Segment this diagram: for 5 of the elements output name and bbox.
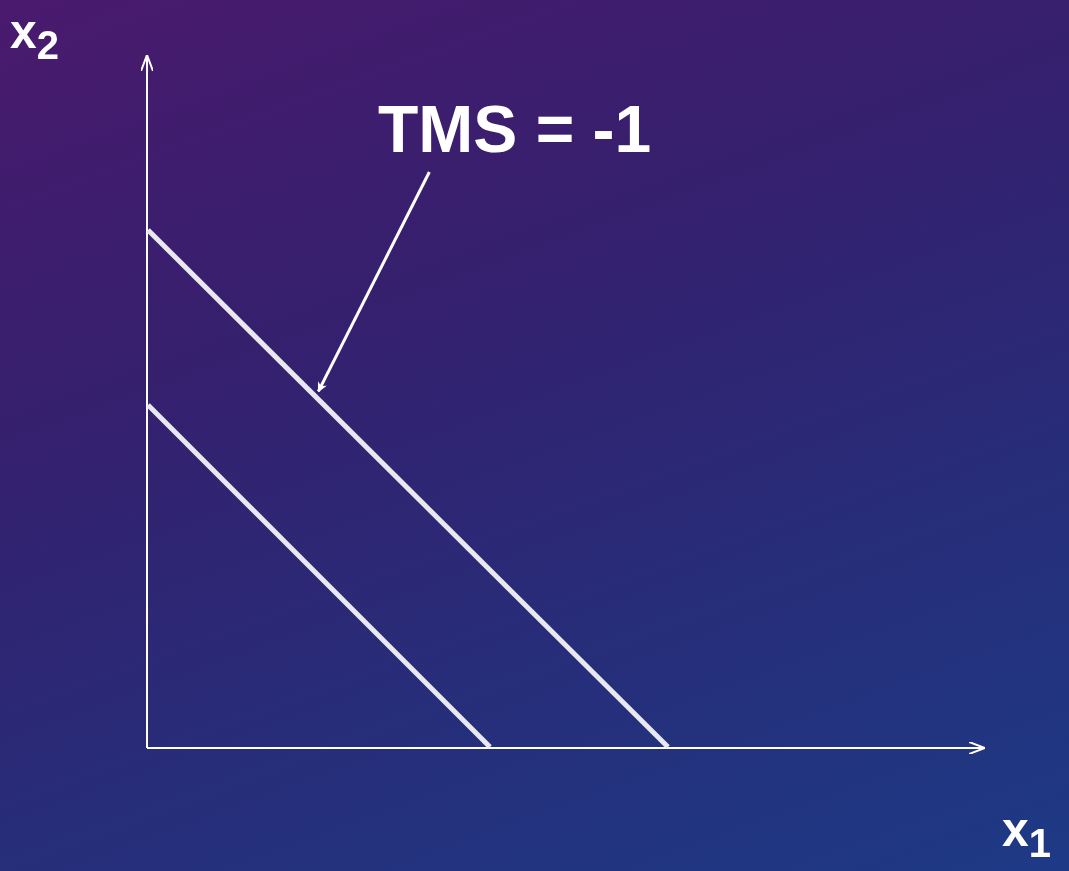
slope-label: TMS = -1 bbox=[378, 96, 652, 162]
axis-label: x$_{1}$ bbox=[1002, 806, 1051, 863]
diagonal-line bbox=[146, 228, 670, 749]
axis-label: x$_{2}$ bbox=[10, 8, 59, 65]
leader-line bbox=[317, 171, 431, 393]
